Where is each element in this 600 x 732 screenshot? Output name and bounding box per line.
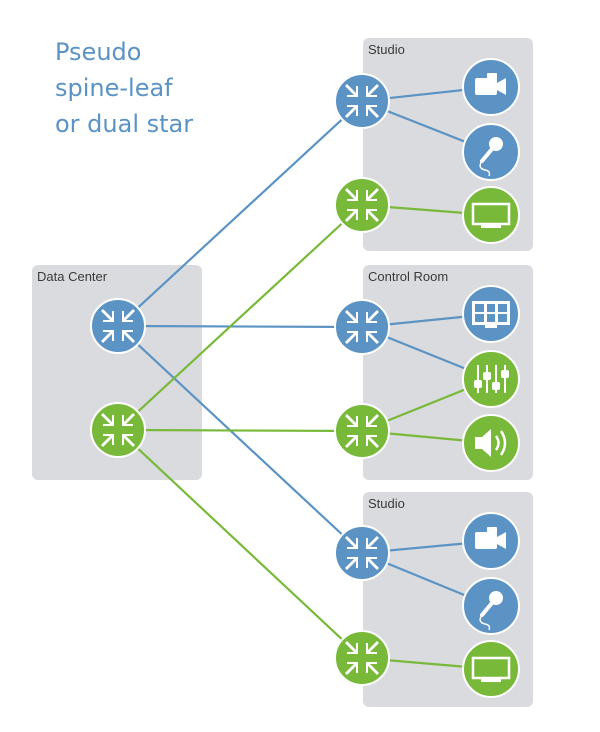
link-blue-dc-to-control-room bbox=[117, 324, 363, 329]
control-room-multiviewer bbox=[462, 285, 520, 343]
control-room-speaker bbox=[462, 414, 520, 472]
panel-label-studio-bottom: Studio bbox=[368, 496, 405, 511]
title-line-3: or dual star bbox=[55, 110, 194, 138]
link-green-dc-to-studio-top bbox=[117, 204, 363, 431]
switch-arrows-icon bbox=[101, 309, 135, 343]
studio-bottom-monitor bbox=[462, 640, 520, 698]
switch-arrows-icon bbox=[345, 414, 379, 448]
switch-arrows-icon bbox=[345, 84, 379, 118]
control-room-leaf-switch-blue bbox=[334, 299, 390, 355]
panel-label-control-room: Control Room bbox=[368, 269, 448, 284]
monitor-icon bbox=[471, 656, 511, 682]
control-room-leaf-switch-green bbox=[334, 403, 390, 459]
video-camera-icon bbox=[475, 73, 506, 95]
studio-top-leaf-switch-blue bbox=[334, 73, 390, 129]
speaker-icon bbox=[475, 429, 507, 457]
switch-arrows-icon bbox=[345, 310, 379, 344]
panel-data-center bbox=[32, 265, 202, 480]
panel-label-data-center: Data Center bbox=[37, 269, 108, 284]
studio-top-monitor bbox=[462, 186, 520, 244]
studio-top-leaf-switch-green bbox=[334, 177, 390, 233]
control-room-mixer bbox=[462, 350, 520, 408]
audio-mixer-icon bbox=[474, 365, 509, 393]
switch-arrows-icon bbox=[345, 641, 379, 675]
dc-spine-switch-blue bbox=[90, 298, 146, 354]
switch-nodes bbox=[90, 73, 390, 686]
switch-arrows-icon bbox=[345, 188, 379, 222]
diagram-title: Pseudo spine-leaf or dual star bbox=[55, 34, 275, 142]
microphone-icon bbox=[479, 591, 503, 631]
studio-bottom-leaf-switch-green bbox=[334, 630, 390, 686]
link-green-dc-to-control-room bbox=[117, 428, 363, 433]
link-blue-dc-to-studio-bottom bbox=[117, 325, 363, 554]
microphone-icon bbox=[479, 137, 503, 177]
studio-bottom-leaf-switch-blue bbox=[334, 525, 390, 581]
multiviewer-icon bbox=[472, 301, 510, 328]
device-nodes bbox=[462, 58, 520, 698]
link-green-dc-to-studio-bottom bbox=[117, 429, 363, 659]
dc-spine-switch-green bbox=[90, 402, 146, 458]
monitor-icon bbox=[471, 202, 511, 228]
studio-top-camera bbox=[462, 58, 520, 116]
title-line-2: spine-leaf bbox=[55, 74, 173, 102]
panel-label-studio-top: Studio bbox=[368, 42, 405, 57]
studio-bottom-microphone bbox=[462, 577, 520, 635]
switch-arrows-icon bbox=[345, 536, 379, 570]
link-blue-dc-to-studio-top bbox=[117, 100, 363, 327]
studio-bottom-camera bbox=[462, 512, 520, 570]
switch-arrows-icon bbox=[101, 413, 135, 447]
video-camera-icon bbox=[475, 527, 506, 549]
studio-top-microphone bbox=[462, 123, 520, 181]
title-line-1: Pseudo bbox=[55, 38, 142, 66]
